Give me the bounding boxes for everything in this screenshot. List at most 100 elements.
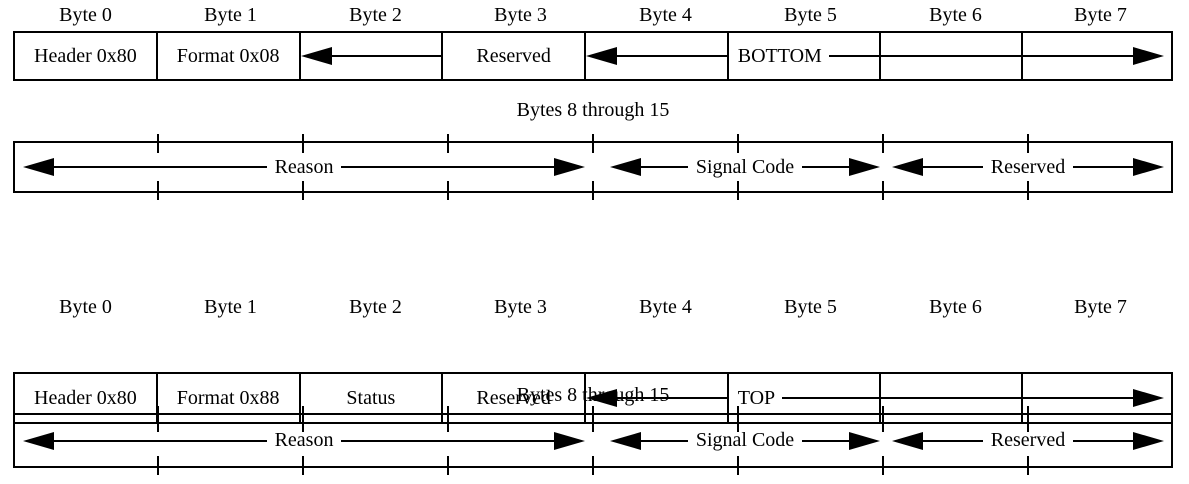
arrow-line bbox=[331, 55, 442, 57]
byte-header-label: Byte 1 bbox=[204, 4, 257, 26]
arrow-line bbox=[1073, 439, 1134, 442]
field-label: Signal Code bbox=[695, 155, 795, 178]
byte-boundary-tick bbox=[302, 456, 304, 475]
arrow-line bbox=[617, 397, 727, 399]
field-label: Reserved bbox=[990, 155, 1066, 178]
field-cell-reserved: Reserved bbox=[441, 33, 584, 79]
byte-boundary-tick bbox=[447, 134, 449, 153]
field-cell-reserved: Reserved bbox=[441, 374, 584, 422]
byte-boundary-tick bbox=[302, 406, 304, 425]
field-cell-top-left-arrow bbox=[584, 374, 727, 422]
byte-header-label: Byte 6 bbox=[929, 296, 982, 318]
right-arrow-icon bbox=[1133, 158, 1165, 176]
right-arrow-icon bbox=[1133, 389, 1164, 407]
arrow-line bbox=[1073, 166, 1134, 168]
arrow-line bbox=[54, 166, 267, 168]
byte-header-label: Byte 4 bbox=[639, 296, 692, 318]
byte-header-label: Byte 7 bbox=[1074, 296, 1127, 318]
right-arrow-icon bbox=[1133, 431, 1165, 450]
right-arrow-icon bbox=[554, 431, 586, 450]
field-cell-bottom-left-arrow bbox=[584, 33, 727, 79]
byte-boundary-tick bbox=[882, 424, 884, 432]
field-label: Reason bbox=[274, 429, 334, 451]
right-arrow-icon bbox=[554, 158, 586, 176]
byte-boundary-tick bbox=[592, 181, 594, 200]
reserved-field-arrow: Reserved bbox=[892, 143, 1165, 191]
byte-boundary-tick bbox=[737, 424, 739, 432]
field-cell-status: Status bbox=[298, 374, 442, 422]
byte-header-label: Byte 2 bbox=[349, 4, 402, 26]
signal-code-field-arrow: Signal Code bbox=[610, 415, 880, 466]
byte-boundary-tick bbox=[157, 424, 159, 432]
left-arrow-icon bbox=[892, 431, 923, 450]
byte-boundary-tick bbox=[592, 424, 594, 432]
byte-boundary-tick bbox=[737, 456, 739, 475]
arrow-line bbox=[54, 439, 267, 442]
byte-boundary-tick bbox=[302, 134, 304, 153]
arrow-line bbox=[802, 166, 849, 168]
field-cell-bottom-span bbox=[878, 33, 1022, 79]
field-label: TOP bbox=[737, 386, 776, 409]
field-label: Reason bbox=[274, 155, 334, 178]
arrow-line bbox=[828, 55, 879, 57]
byte-boundary-tick bbox=[592, 406, 594, 425]
arrow-line bbox=[1023, 397, 1133, 399]
field-label: Reserved bbox=[990, 429, 1066, 451]
byte-boundary-tick bbox=[737, 134, 739, 153]
bytes-8-15-row-top: Reason Signal Code Reserved bbox=[13, 134, 1173, 200]
arrow-line bbox=[880, 55, 1022, 57]
byte-boundary-tick bbox=[1027, 424, 1029, 432]
reserved-field-arrow: Reserved bbox=[892, 415, 1165, 466]
arrow-line bbox=[341, 166, 555, 168]
byte-boundary-tick bbox=[157, 406, 159, 425]
field-cell-header: Header 0x80 bbox=[34, 44, 137, 67]
left-arrow-icon bbox=[586, 47, 617, 65]
arrow-line bbox=[1023, 55, 1133, 57]
arrow-line bbox=[880, 397, 1022, 399]
byte-header-label: Byte 0 bbox=[59, 4, 112, 26]
byte-boundary-tick bbox=[157, 456, 159, 475]
byte-header-label: Byte 5 bbox=[784, 4, 837, 26]
signal-code-field-arrow: Signal Code bbox=[610, 143, 880, 191]
reason-field-arrow: Reason bbox=[23, 143, 586, 191]
byte-row-0-7-top: Header 0x80 Format 0x08 Reserved BOTTOM bbox=[13, 31, 1173, 81]
byte-boundary-tick bbox=[157, 134, 159, 153]
field-cell-top-span bbox=[878, 374, 1022, 422]
arrow-line bbox=[923, 439, 983, 442]
left-arrow-icon bbox=[610, 431, 641, 450]
byte-boundary-tick bbox=[302, 181, 304, 200]
field-cell-top: TOP bbox=[726, 374, 879, 422]
left-arrow-icon bbox=[586, 389, 617, 407]
reason-field-arrow: Reason bbox=[23, 415, 586, 466]
left-arrow-icon bbox=[23, 158, 54, 176]
byte-boundary-tick bbox=[302, 424, 304, 432]
bytes-8-15-caption: Bytes 8 through 15 bbox=[516, 99, 670, 121]
byte-boundary-tick bbox=[882, 134, 884, 153]
byte-header-label: Byte 1 bbox=[204, 296, 257, 318]
left-arrow-icon bbox=[23, 431, 54, 450]
arrow-line bbox=[923, 166, 983, 168]
byte-boundary-tick bbox=[157, 181, 159, 200]
field-cell-bottom: BOTTOM bbox=[726, 33, 879, 79]
field-cell-header: Header 0x80 bbox=[34, 386, 137, 409]
byte-header-label: Byte 7 bbox=[1074, 4, 1127, 26]
byte-header-row-bottom: Byte 0 Byte 1 Byte 2 Byte 3 Byte 4 Byte … bbox=[13, 296, 1173, 319]
field-cell-format: Format 0x08 bbox=[155, 33, 299, 79]
bytes-8-15-row-bottom: Reason Signal Code Reserved bbox=[13, 406, 1173, 475]
arrow-line bbox=[341, 439, 555, 442]
right-arrow-icon bbox=[849, 158, 880, 176]
arrow-line bbox=[641, 166, 688, 168]
arrow-line bbox=[617, 55, 727, 57]
arrow-line bbox=[802, 439, 849, 442]
byte-boundary-tick bbox=[447, 456, 449, 475]
byte-boundary-tick bbox=[1027, 134, 1029, 153]
arrow-line bbox=[641, 439, 688, 442]
field-cell-bottom-right-arrow bbox=[1021, 33, 1171, 79]
right-arrow-icon bbox=[1133, 47, 1164, 65]
byte-boundary-tick bbox=[592, 134, 594, 153]
field-label: BOTTOM bbox=[737, 44, 822, 67]
field-cell-top-right-arrow bbox=[1021, 374, 1171, 422]
byte-header-label: Byte 4 bbox=[639, 4, 692, 26]
byte-boundary-tick bbox=[1027, 456, 1029, 475]
